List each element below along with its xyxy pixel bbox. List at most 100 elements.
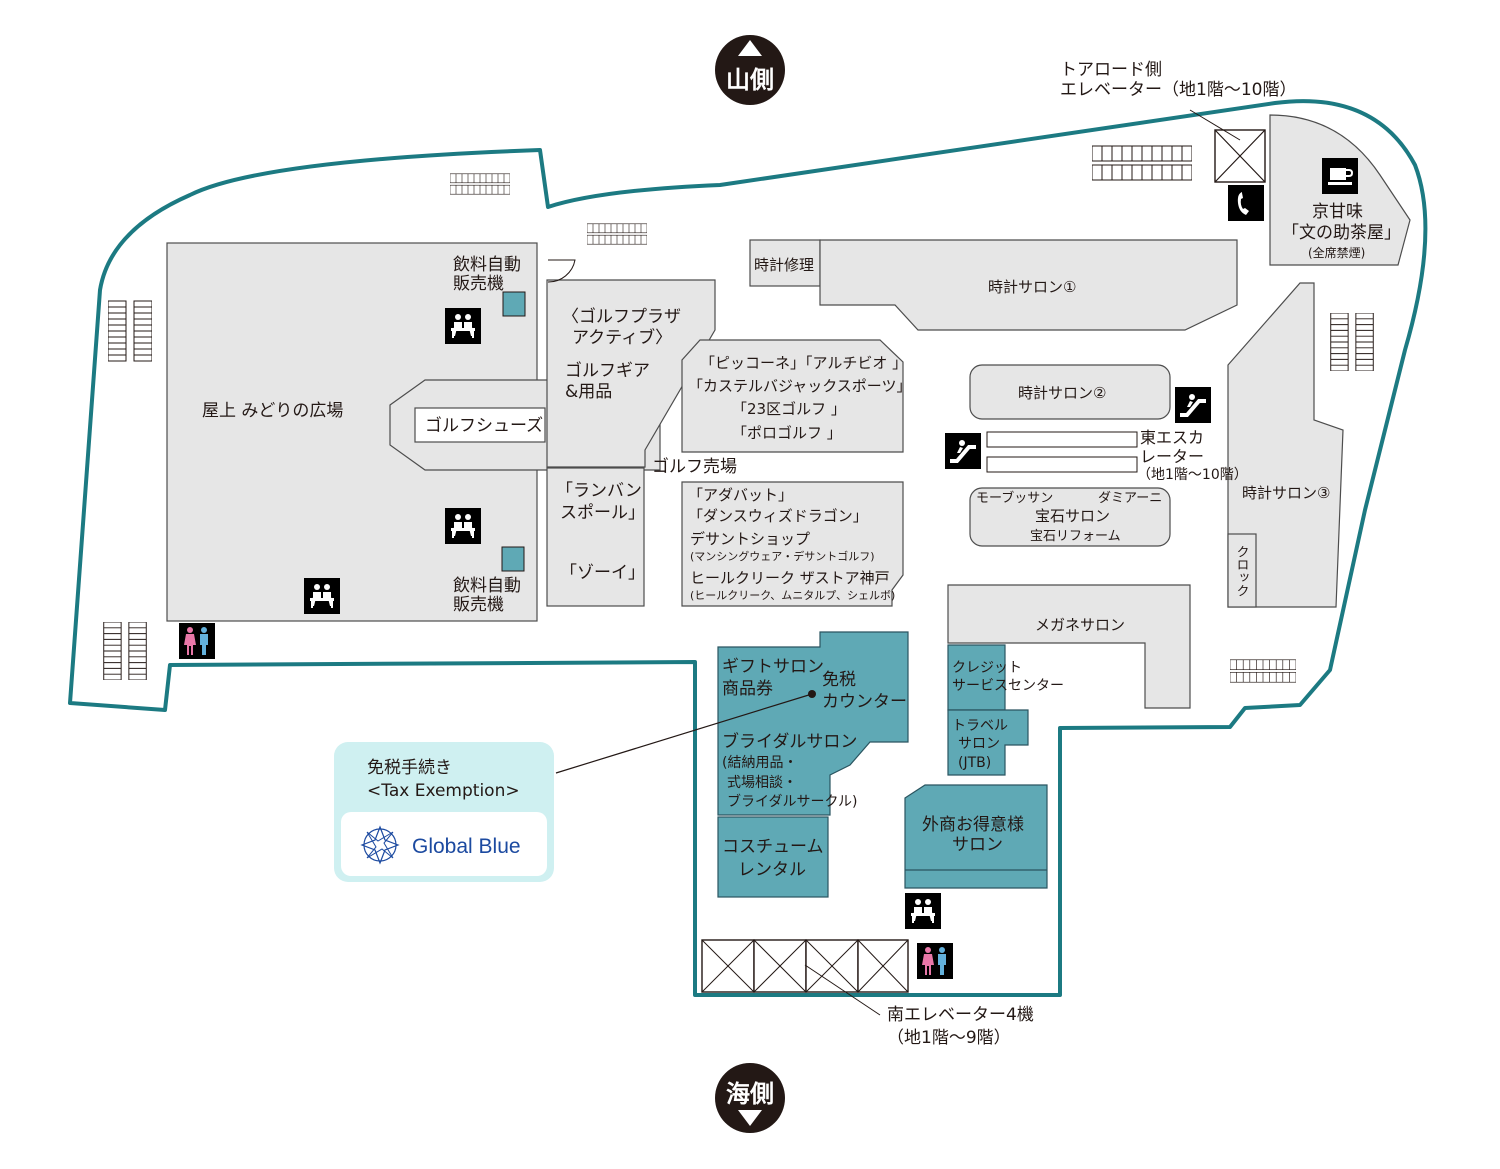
brands-top-area (681, 339, 904, 453)
gaisho-1: 外商お得意様 (922, 815, 1024, 835)
brands-b1: 「アダバット」 (688, 486, 793, 504)
golf-plaza-area (546, 279, 716, 468)
travel-2: サロン (958, 736, 1000, 752)
rest-area-icon (304, 578, 340, 614)
clock-label: クロック (1234, 545, 1249, 597)
brands-b3: デサントショップ (690, 530, 810, 548)
travel-3: (JTB) (958, 755, 991, 771)
brands-bottom-area (681, 481, 904, 607)
lanvin-1: 「ランバン (556, 481, 642, 501)
brands-3: 「23区ゴルフ 」 (732, 400, 846, 418)
zoy-label: 「ゾーイ」 (560, 563, 645, 583)
rooftop-label: 屋上 みどりの広場 (202, 401, 343, 421)
bridal-3: 式場相談・ (727, 775, 797, 791)
global-blue-logo-icon (360, 825, 400, 865)
costume-1: コスチューム (722, 837, 824, 857)
gaisho-area (904, 784, 1048, 889)
escalator-label-1: 東エスカ (1140, 428, 1204, 447)
south-elevators (701, 939, 909, 993)
gaisho-2: サロン (952, 835, 1003, 855)
costume-2: レンタル (738, 860, 806, 880)
golf-shoes-label: ゴルフシューズ (425, 415, 543, 436)
vending-bottom-1: 飲料自動 (453, 576, 521, 596)
golf-gear-2: &用品 (565, 382, 612, 402)
escalator-icon (1175, 387, 1211, 423)
brands-b2: 「ダンスウィズドラゴン」 (688, 507, 868, 525)
toa-road-label-2: エレベーター（地1階〜10階） (1060, 80, 1296, 100)
compass-north-label: 山側 (726, 66, 774, 94)
escalator-label-2: レーター (1140, 447, 1204, 466)
golf-gear-1: ゴルフギア (565, 360, 650, 381)
brands-1: 「ピッコーネ」「アルチビオ 」 (700, 354, 907, 372)
cafe-3: (全席禁煙) (1308, 245, 1365, 260)
jewel-reform: 宝石リフォーム (1030, 529, 1121, 544)
compass-south: 海側 (715, 1063, 785, 1133)
credit-1: クレジット (952, 660, 1022, 676)
gift-2: 商品券 (722, 679, 773, 699)
taxfree-1: 免税 (822, 670, 856, 690)
jewel-dami: ダミアーニ (1098, 491, 1162, 506)
rest-area-icon (445, 308, 481, 344)
megane-label: メガネサロン (1035, 616, 1125, 634)
brands-b5: ヒールクリーク ザストア神戸 (690, 569, 890, 587)
clock-area (1227, 533, 1257, 608)
watch-salon-1-label: 時計サロン① (988, 278, 1076, 296)
gift-1: ギフトサロン (722, 657, 824, 677)
travel-area (947, 709, 1029, 776)
tax-exemption-box[interactable]: 免税手続き <Tax Exemption> Global Blue (334, 742, 554, 882)
bridal-2: (結納用品・ (722, 755, 797, 771)
coffee-icon (1322, 158, 1358, 194)
bridal-1: ブライダルサロン (722, 731, 857, 752)
rest-area-icon (905, 893, 941, 929)
vending-machine-icon (502, 291, 526, 317)
golf-shoes-box (414, 407, 546, 443)
lanvin-2: スポール」 (560, 503, 645, 523)
watch-salon-3-label: 時計サロン③ (1242, 484, 1330, 502)
compass-south-label: 海側 (726, 1080, 774, 1108)
global-blue-brand: Global Blue (412, 835, 521, 858)
brands-4: 「ポロゴルフ 」 (732, 424, 842, 442)
jewel-mov: モーブッサン (976, 490, 1053, 506)
golf-plaza-2: アクティブ〉 (572, 327, 672, 348)
jewel-salon-area (969, 487, 1171, 547)
vending-top-1: 飲料自動 (453, 255, 521, 275)
credit-2: サービスセンター (952, 678, 1064, 694)
restroom-icon (917, 943, 953, 979)
lanvin-area (546, 467, 645, 607)
travel-1: トラベル (952, 718, 1008, 734)
megane-salon-area (947, 584, 1191, 709)
compass-north: 山側 (715, 35, 785, 105)
watch-salon-2-label: 時計サロン② (1018, 384, 1106, 402)
golf-market-label: ゴルフ売場 (652, 456, 737, 477)
bridal-4: ブライダルサークル) (727, 793, 857, 810)
escalator-area (986, 431, 1138, 473)
costume-area (717, 816, 829, 898)
taxfree-2: カウンター (822, 692, 907, 712)
vending-bottom-2: 販売機 (453, 595, 504, 615)
jewel-salon: 宝石サロン (1035, 507, 1110, 525)
golf-plaza-1: 〈ゴルフプラザ (562, 306, 681, 327)
vending-top-2: 販売機 (453, 274, 504, 294)
watch-salon-1-area (819, 239, 1238, 331)
escalator-label-3: （地1階〜10階） (1137, 467, 1248, 483)
south-elevator-2: （地1階〜9階） (887, 1028, 1011, 1048)
tax-box-line1: 免税手続き (367, 758, 452, 778)
brands-b6: (ヒールクリーク、ムニタルプ、シェルボ) (690, 589, 895, 602)
brands-b4: (マンシングウェア・デサントゴルフ) (690, 549, 875, 563)
brands-2: 「カステルバジャックスポーツ」 (688, 377, 912, 395)
restroom-icon (179, 623, 215, 659)
gift-salon-area (717, 631, 909, 816)
phone-icon (1228, 185, 1264, 221)
toa-road-label-1: トアロード側 (1060, 60, 1162, 80)
tax-box-line2: <Tax Exemption> (367, 781, 520, 801)
south-elevator-1: 南エレベーター4機 (887, 1005, 1034, 1025)
rest-area-icon (445, 508, 481, 544)
watch-salon-2-area (969, 364, 1171, 420)
door (547, 259, 576, 283)
watch-repair-area (749, 239, 821, 287)
watch-repair-label: 時計修理 (754, 256, 814, 274)
escalator-icon (945, 433, 981, 469)
cafe-1: 京甘味 (1312, 202, 1363, 222)
cafe-2: 「文の助茶屋」 (1282, 223, 1401, 243)
